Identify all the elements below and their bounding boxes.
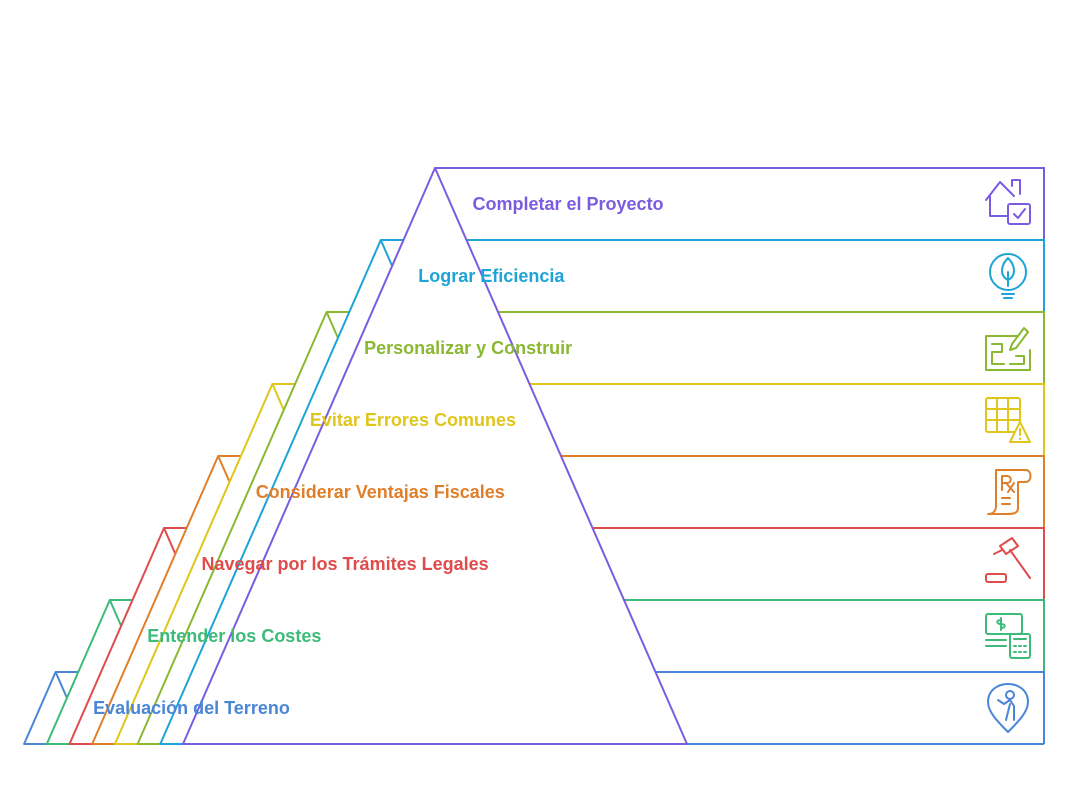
pyramid-labels: Completar el Proyecto Lograr Eficiencia … [93,194,663,718]
level-row-2 [380,239,1045,312]
blueprint-pencil-icon [985,327,1031,371]
level-label-3: Personalizar y Construir [364,338,572,358]
level-triangle-1 [182,167,688,745]
level-label-1: Completar el Proyecto [473,194,664,214]
level-label-7: Entender los Costes [147,626,321,646]
level-row-1 [435,167,1045,240]
eco-bulb-icon [989,253,1027,299]
money-calculator-icon [985,613,1031,659]
level-label-5: Considerar Ventajas Fiscales [256,482,505,502]
level-label-2: Lograr Eficiencia [418,266,565,286]
gavel-icon [985,537,1031,583]
rx-document-icon [987,469,1032,515]
house-check-icon [985,179,1031,225]
pyramid-triangles [23,167,688,745]
pyramid-icons [985,179,1032,733]
level-label-8: Evaluación del Terreno [93,698,290,718]
level-label-6: Navegar por los Trámites Legales [202,554,489,574]
grid-warning-icon [985,397,1031,443]
level-row-3 [326,311,1045,384]
level-label-4: Evitar Errores Comunes [310,410,516,430]
location-person-icon [987,683,1029,733]
